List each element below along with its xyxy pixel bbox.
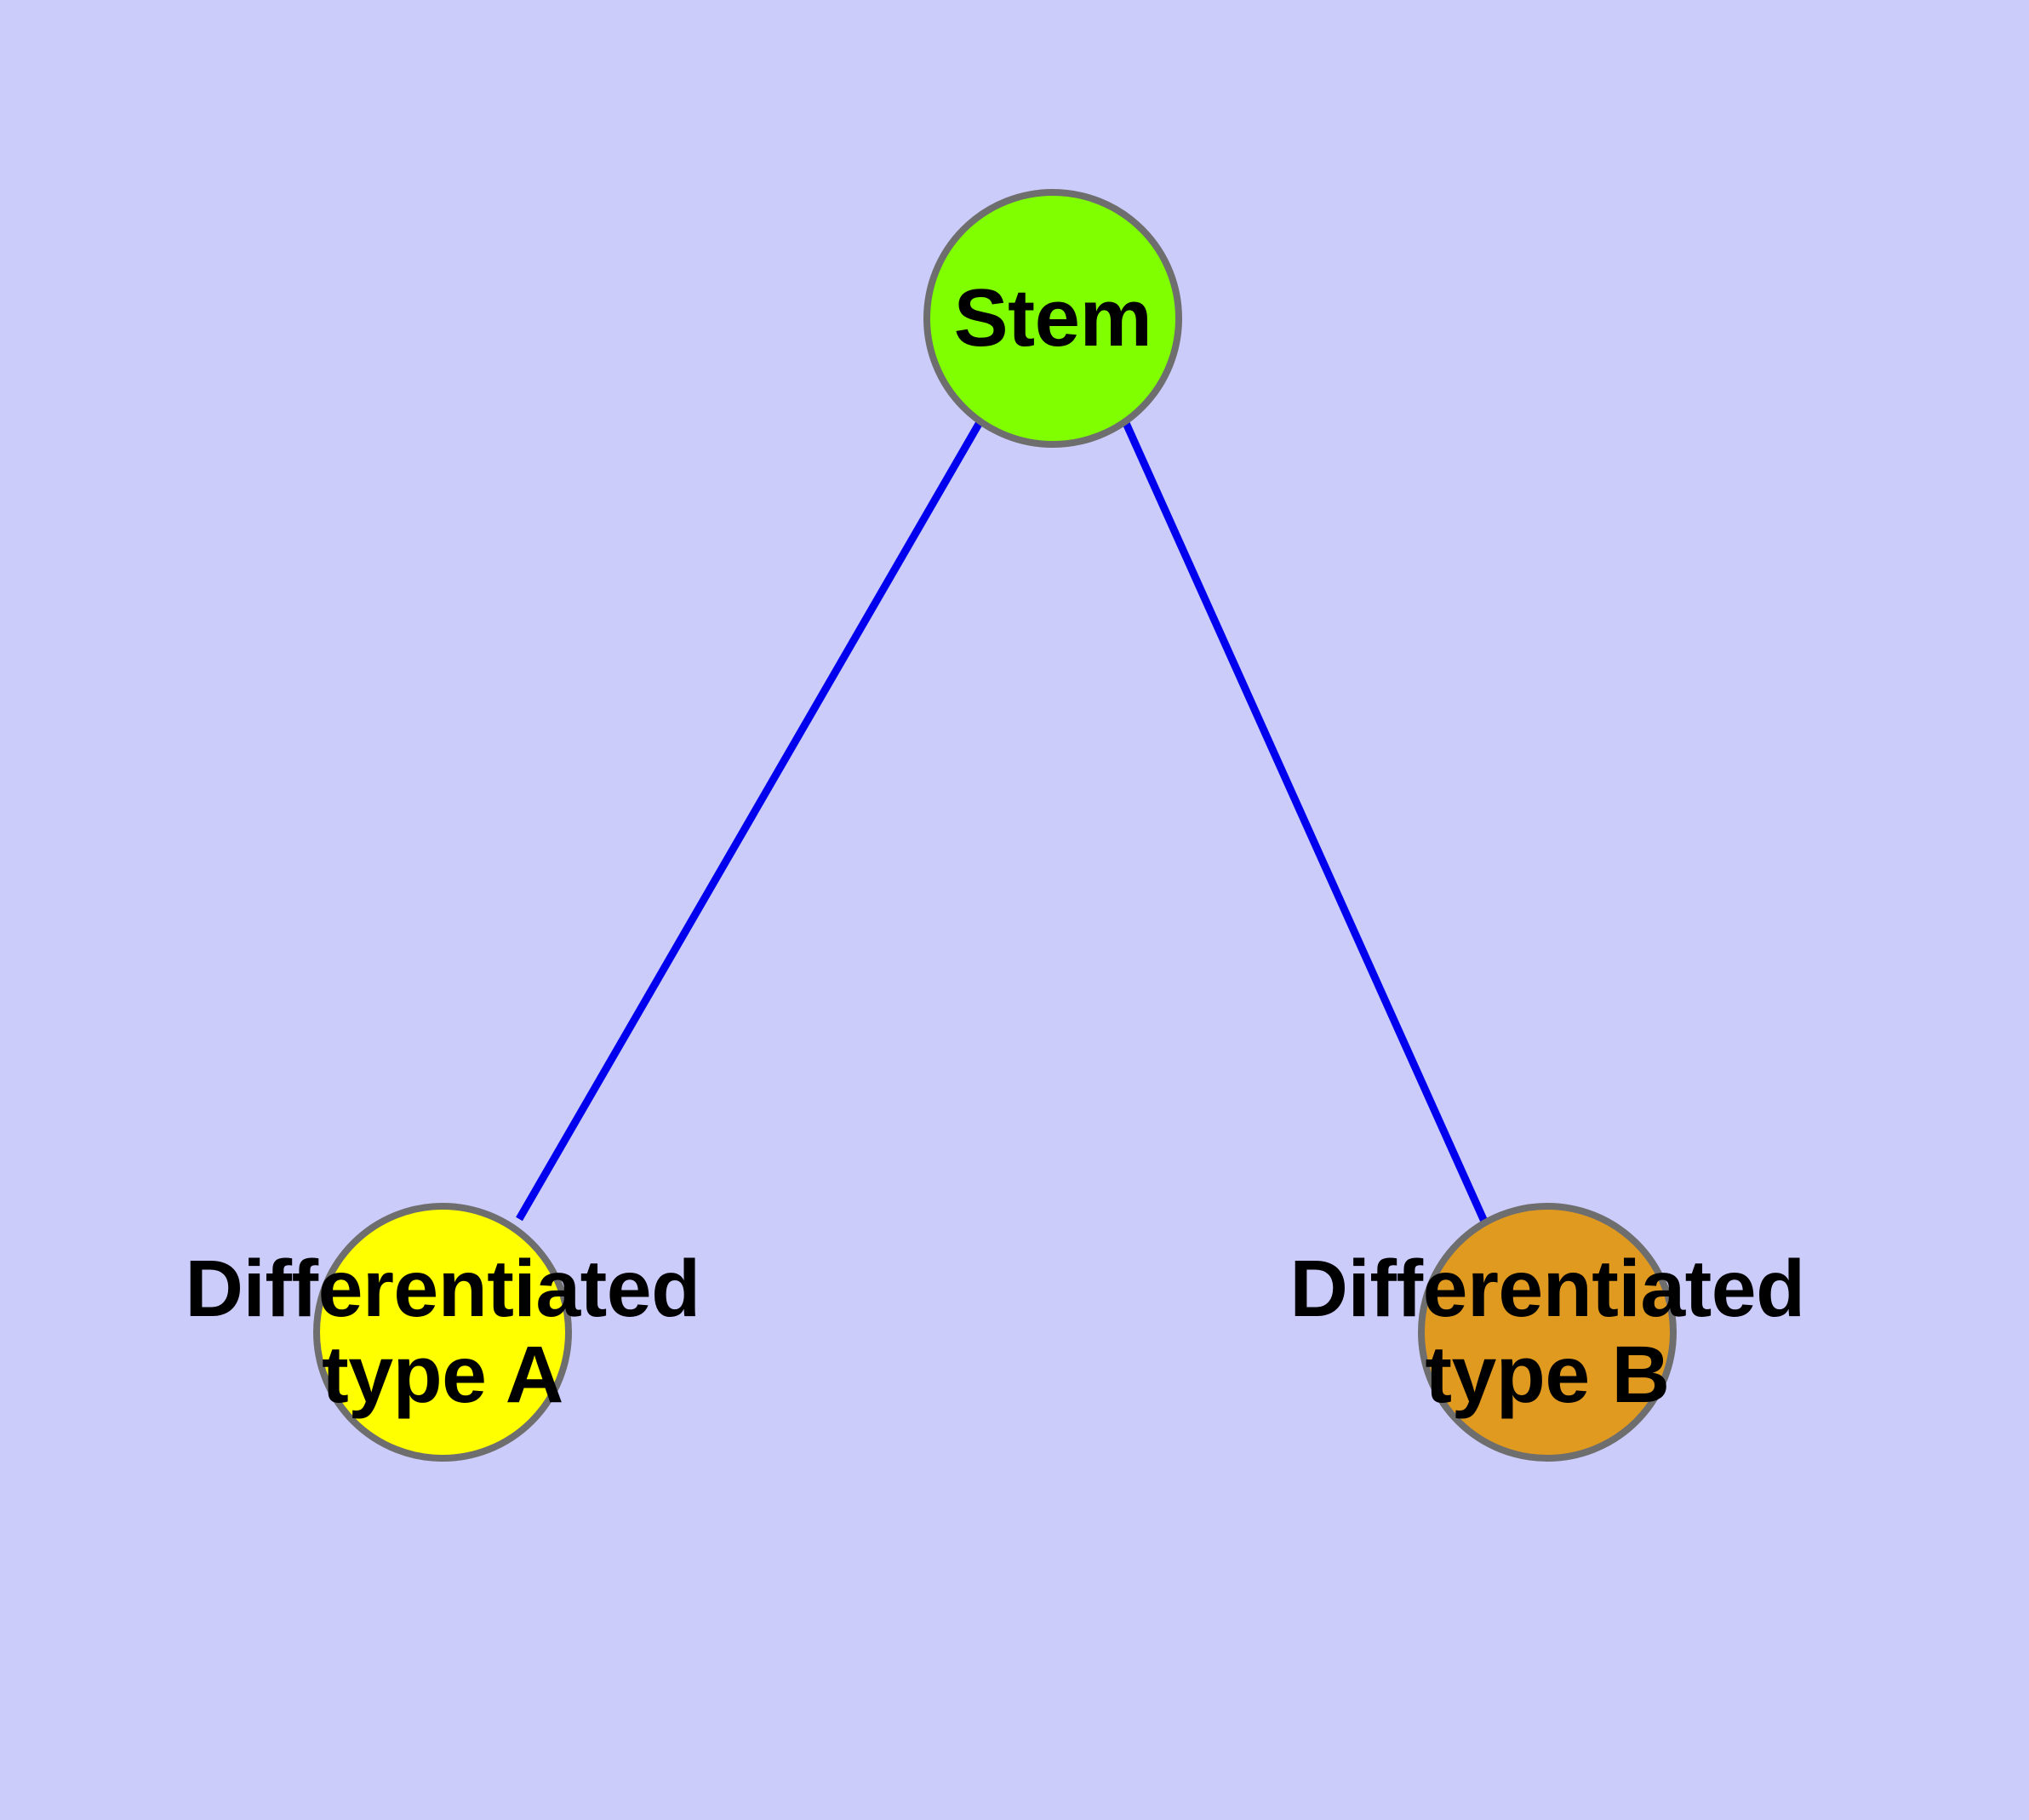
node-stem[interactable] (923, 189, 1182, 448)
edge-stem-to-diff-a[interactable] (516, 421, 982, 1222)
node-differentiated-type-b[interactable] (1418, 1203, 1677, 1462)
node-differentiated-type-a[interactable] (313, 1203, 572, 1462)
edge-stem-to-diff-b[interactable] (1122, 421, 1489, 1225)
